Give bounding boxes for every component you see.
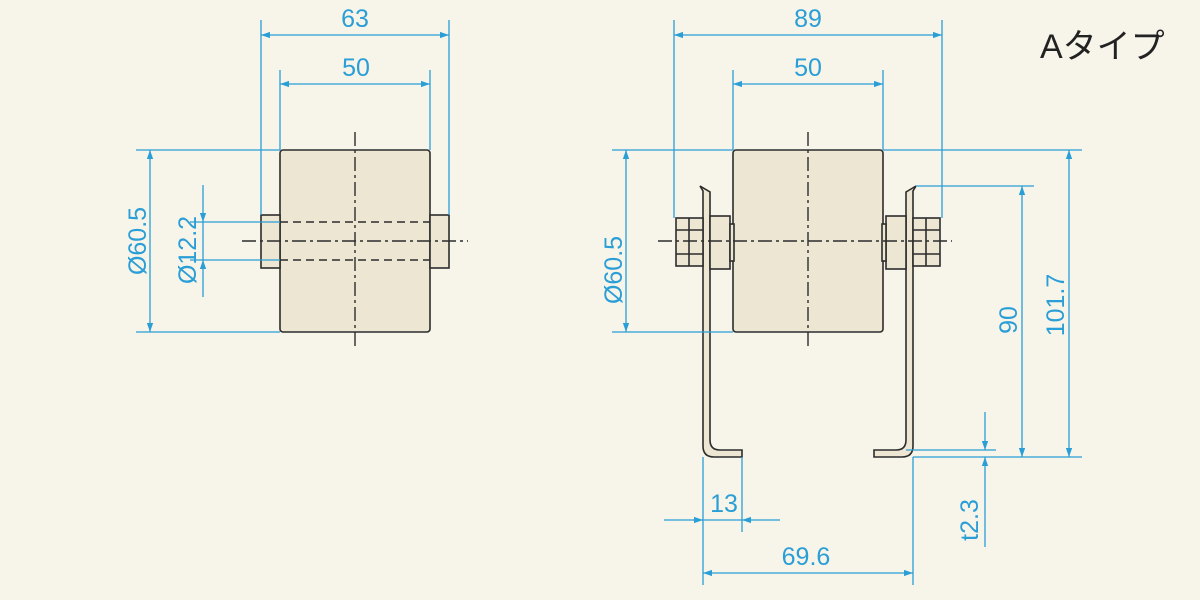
right-dim-t23-text: t2.3 [956, 499, 984, 541]
right-dim-89-text: 89 [794, 5, 822, 33]
left-dim-50-text: 50 [342, 54, 370, 82]
left-dim-dia60-text: Ø60.5 [124, 207, 152, 275]
type-label: Aタイプ [1040, 28, 1165, 66]
left-dim-63-text: 63 [341, 5, 369, 33]
left-nut [675, 217, 704, 267]
left-bracket [699, 185, 743, 458]
right-dim-696-text: 69.6 [782, 543, 831, 571]
right-dim-50-text: 50 [794, 54, 822, 82]
left-view: 63 50 Ø60.5 Ø12.2 [124, 5, 468, 350]
right-dim-101-text: 101.7 [1042, 274, 1070, 337]
left-dim-dia12-text: Ø12.2 [174, 216, 202, 284]
right-nut [912, 217, 941, 267]
right-dim-13-text: 13 [710, 490, 738, 518]
right-washer [885, 215, 907, 270]
right-inner-washer [881, 223, 887, 262]
left-washer [709, 215, 731, 270]
right-view: 89 50 Ø60.5 101.7 90 t2.3 13 [600, 5, 1082, 585]
right-bracket [873, 185, 917, 458]
right-dim-90-text: 90 [995, 306, 1023, 334]
right-dim-dia60-text: Ø60.5 [600, 236, 628, 304]
left-inner-washer [729, 223, 735, 262]
